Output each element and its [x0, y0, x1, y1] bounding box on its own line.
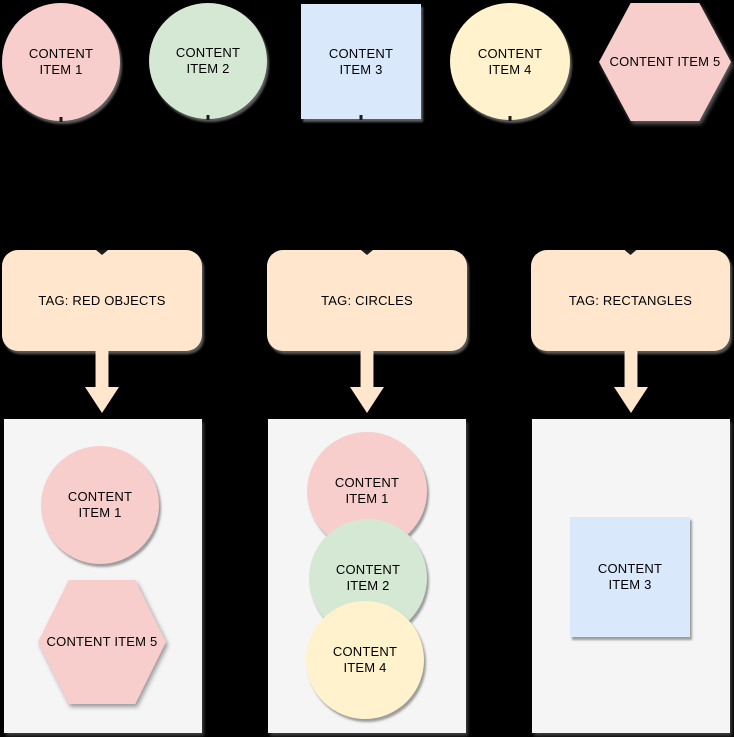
connector-stub	[359, 115, 363, 120]
group-red-content-item-5-label: CONTENT ITEM 5	[46, 634, 158, 649]
down-arrow-icon	[614, 351, 648, 413]
content-item-2-label: CONTENT ITEM 2	[175, 45, 241, 76]
content-item-4-label: CONTENT ITEM 4	[477, 45, 543, 77]
content-item-3-label: CONTENT ITEM 3	[328, 45, 394, 77]
group-rectangles-content-item-3-label: CONTENT ITEM 3	[597, 561, 663, 592]
tag-red-objects-label: TAG: RED OBJECTS	[38, 292, 166, 308]
down-arrow-icon	[85, 351, 119, 413]
content-item-4-node: CONTENT ITEM 4	[450, 3, 570, 121]
content-item-2-node: CONTENT ITEM 2	[149, 3, 267, 120]
group-circles-content-item-2-node: CONTENT ITEM 2	[309, 519, 427, 637]
tag-rectangles-label: TAG: RECTANGLES	[568, 292, 693, 308]
content-item-5-node: CONTENT ITEM 5	[599, 3, 731, 121]
content-item-1-node: CONTENT ITEM 1	[2, 3, 120, 122]
tag-circles: TAG: CIRCLES	[267, 250, 467, 351]
content-item-1-label: CONTENT ITEM 1	[28, 46, 94, 77]
group-red-objects: CONTENT ITEM 1 CONTENT ITEM 5	[4, 419, 202, 733]
group-rectangles-content-item-3-node: CONTENT ITEM 3	[570, 517, 690, 637]
group-circles-content-item-4-label: CONTENT ITEM 4	[332, 644, 398, 675]
tag-circles-label: TAG: CIRCLES	[321, 292, 413, 308]
group-red-content-item-5-node: CONTENT ITEM 5	[38, 580, 166, 704]
hexagon-shape: CONTENT ITEM 5	[38, 580, 166, 704]
hexagon-shape: CONTENT ITEM 5	[599, 3, 731, 121]
group-circles-content-item-4-node: CONTENT ITEM 4	[306, 601, 424, 719]
connector-stub	[508, 116, 512, 121]
connector-stub	[206, 115, 210, 120]
group-rectangles: CONTENT ITEM 3	[532, 419, 730, 733]
group-circles-content-item-1-label: CONTENT ITEM 1	[334, 475, 400, 506]
content-item-5-label: CONTENT ITEM 5	[609, 54, 721, 69]
connector-arrowhead-icon	[624, 250, 637, 255]
content-item-3-node: CONTENT ITEM 3	[301, 4, 421, 120]
group-circles: CONTENT ITEM 1 CONTENT ITEM 2 CONTENT IT…	[268, 419, 466, 733]
down-arrow-icon	[350, 351, 384, 413]
group-circles-content-item-2-label: CONTENT ITEM 2	[335, 562, 401, 593]
group-red-content-item-1-node: CONTENT ITEM 1	[41, 446, 159, 564]
connector-arrowhead-icon	[96, 250, 108, 255]
group-red-content-item-1-label: CONTENT ITEM 1	[67, 489, 133, 520]
tag-rectangles: TAG: RECTANGLES	[531, 250, 730, 351]
tag-red-objects: TAG: RED OBJECTS	[2, 250, 202, 351]
connector-stub	[59, 117, 63, 122]
connector-arrowhead-icon	[361, 250, 373, 255]
